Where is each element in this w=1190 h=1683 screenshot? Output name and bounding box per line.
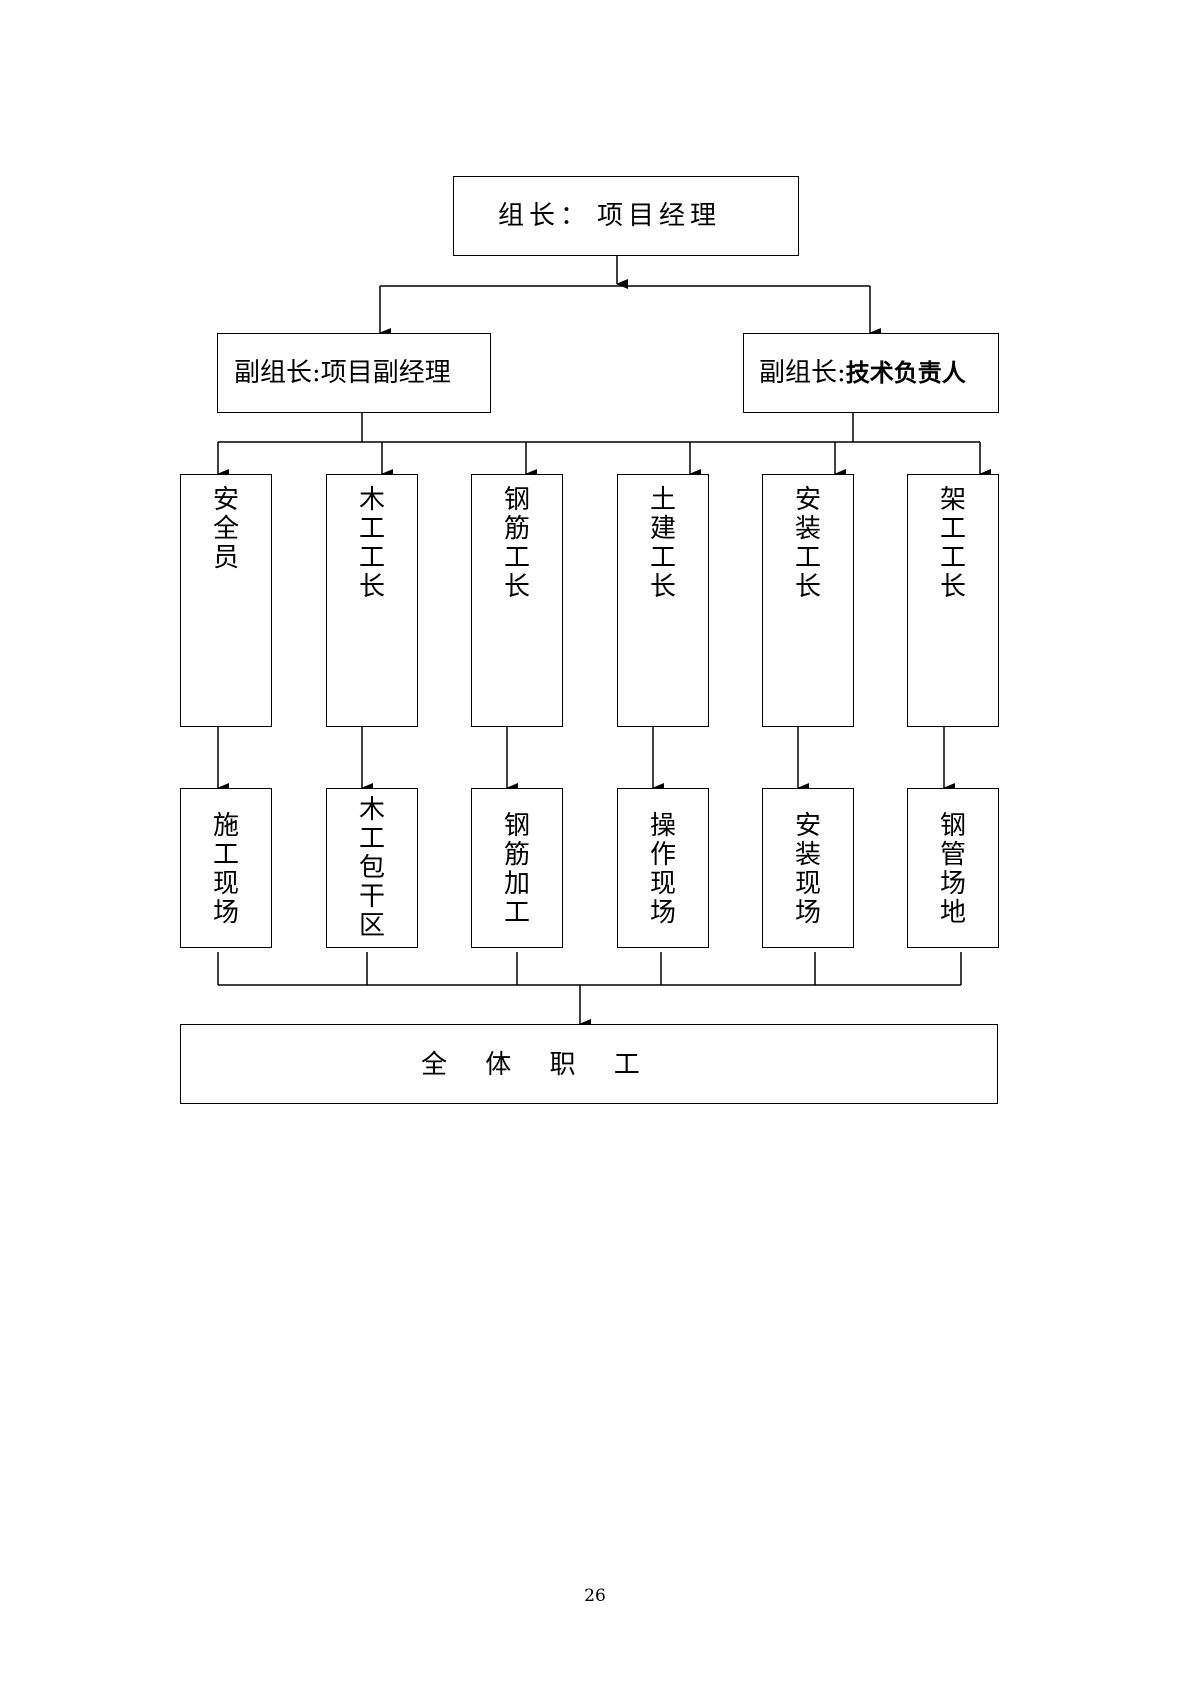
box-area-installation bbox=[762, 788, 854, 948]
box-deputy-right: 副组长:技术负责人 bbox=[743, 333, 999, 413]
box-area-operation bbox=[617, 788, 709, 948]
box-foreman-civil bbox=[617, 474, 709, 727]
box-foreman-installation bbox=[762, 474, 854, 727]
box-foreman-safety bbox=[180, 474, 272, 727]
box-area-site bbox=[180, 788, 272, 948]
area-operation-label: 操作现场 bbox=[649, 811, 676, 929]
foreman-installation-label: 安装工长 bbox=[794, 485, 821, 603]
group-leader-title: 项目经理 bbox=[597, 201, 722, 231]
box-deputy-left: 副组长:项目副经理 bbox=[217, 333, 491, 413]
box-area-steel-pipe bbox=[907, 788, 999, 948]
area-installation-label: 安装现场 bbox=[794, 811, 821, 929]
deputy-right-title: 技术负责人 bbox=[845, 358, 966, 387]
box-area-carpentry bbox=[326, 788, 418, 948]
foreman-carpentry-label: 木工工长 bbox=[358, 485, 385, 603]
box-group-leader bbox=[453, 176, 799, 256]
area-rebar-label: 钢筋加工 bbox=[503, 811, 530, 929]
deputy-left-title: 项目副经理 bbox=[320, 358, 451, 388]
page-number: 26 bbox=[584, 1586, 606, 1606]
box-foreman-carpentry bbox=[326, 474, 418, 727]
foreman-safety-label: 安全员 bbox=[212, 485, 239, 574]
deputy-left-role: 副组长: bbox=[234, 358, 321, 388]
foreman-civil-label: 土建工长 bbox=[649, 485, 676, 603]
area-steel-pipe-label: 钢管场地 bbox=[939, 811, 966, 929]
box-all-staff bbox=[180, 1024, 998, 1104]
box-foreman-rebar bbox=[471, 474, 563, 727]
box-area-rebar bbox=[471, 788, 563, 948]
area-site-label: 施工现场 bbox=[212, 811, 239, 929]
group-leader-role: 组长： bbox=[498, 201, 592, 231]
all-staff-label: 全 体 职 工 bbox=[421, 1050, 640, 1080]
box-foreman-scaffold bbox=[907, 474, 999, 727]
area-carpentry-label: 木工包干区 bbox=[358, 795, 385, 942]
foreman-rebar-label: 钢筋工长 bbox=[503, 485, 530, 603]
deputy-right-role: 副组长: bbox=[759, 358, 846, 388]
foreman-scaffold-label: 架工工长 bbox=[939, 485, 966, 603]
